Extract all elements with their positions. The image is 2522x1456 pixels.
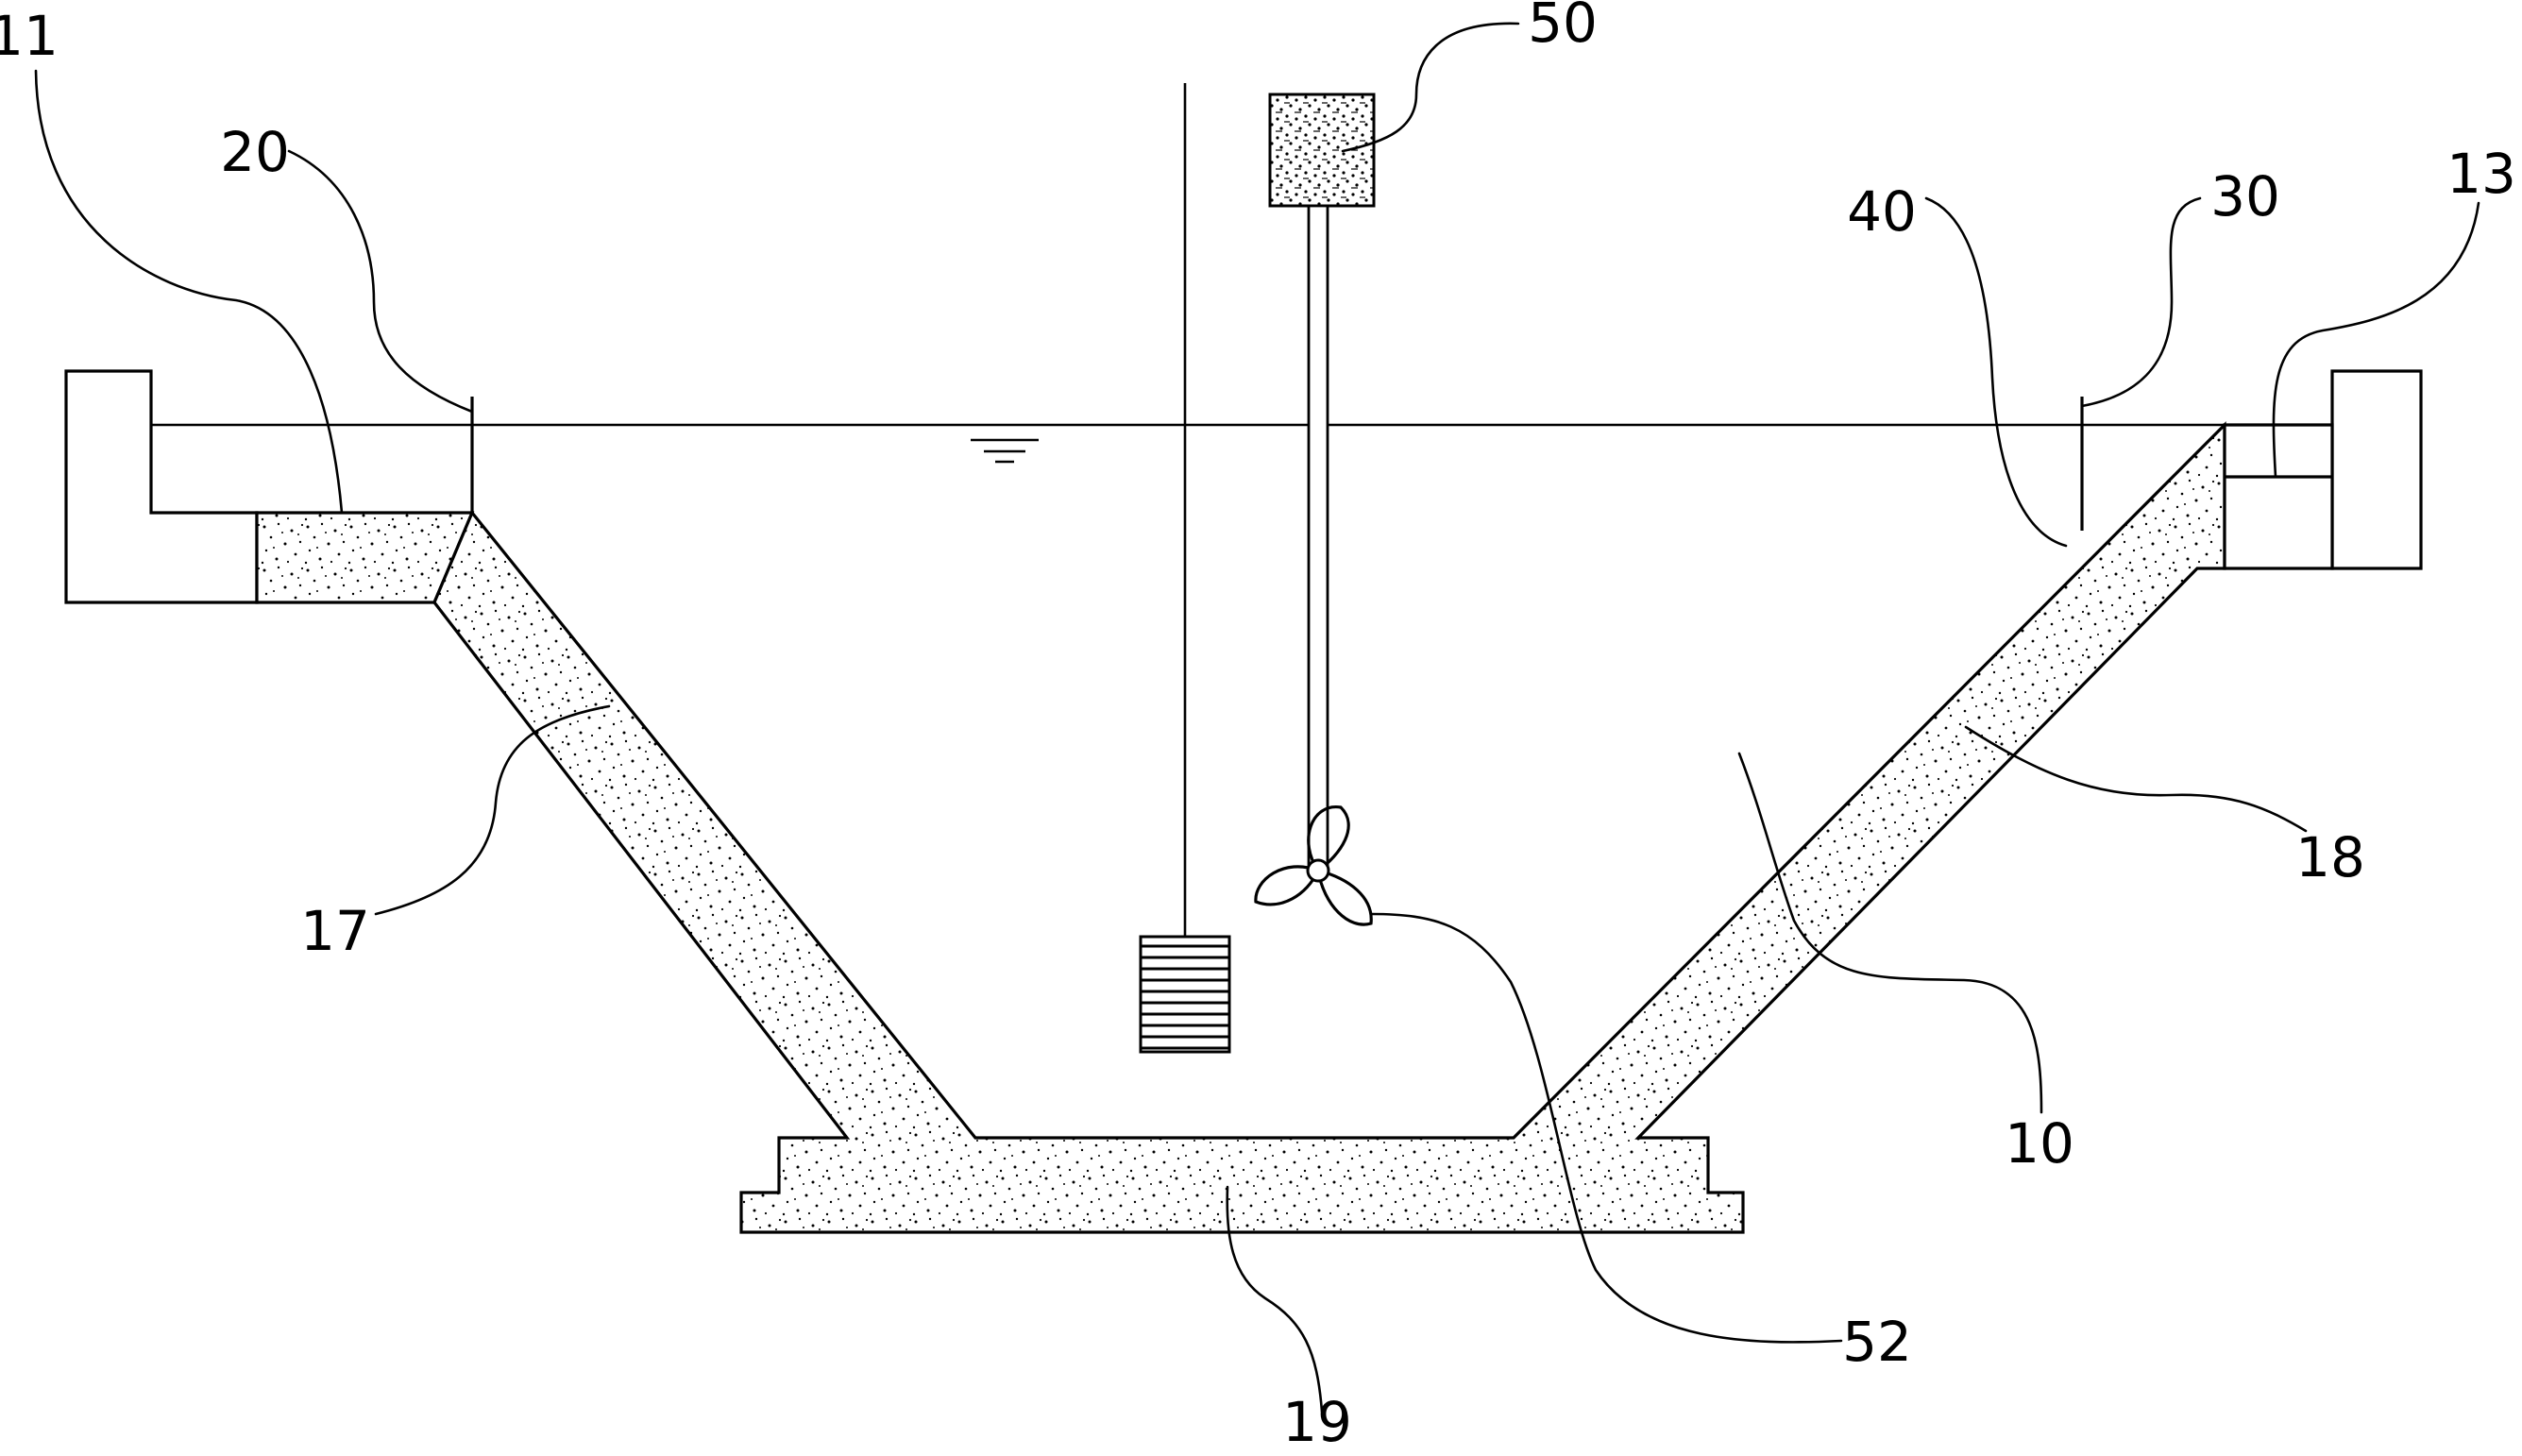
- leader-11: [34, 69, 344, 515]
- leader-10: [1737, 752, 2043, 1114]
- probe-sensor-body: [1139, 935, 1231, 1054]
- leader-13: [2272, 201, 2480, 479]
- mixer-motor-box: [1268, 93, 1376, 208]
- leader-40: [1924, 196, 2068, 548]
- leader-30: [2080, 196, 2202, 408]
- leader-52: [1369, 912, 1843, 1344]
- leader-19: [1226, 1185, 1324, 1414]
- ref-label-18: 18: [2295, 825, 2365, 889]
- ref-label-52: 52: [1842, 1310, 1912, 1374]
- ref-label-10: 10: [2005, 1111, 2074, 1176]
- right-bank-outer-wall: [2330, 369, 2423, 570]
- water-level-symbol: [971, 438, 1039, 464]
- leader-17: [374, 704, 611, 916]
- ref-label-40: 40: [1847, 179, 1917, 244]
- left-bank-wall: [64, 369, 259, 604]
- leader-20: [287, 149, 474, 414]
- ref-label-50: 50: [1528, 0, 1598, 55]
- ref-label-19: 19: [1282, 1390, 1352, 1454]
- ref-label-17: 17: [300, 899, 370, 963]
- ref-label-13: 13: [2446, 142, 2516, 206]
- ref-label-20: 20: [220, 120, 290, 184]
- right-bank-chamber: [2223, 423, 2334, 570]
- mixer-impeller: [1254, 805, 1373, 926]
- mixer-shaft: [1307, 204, 1329, 871]
- ref-label-11: 11: [0, 4, 59, 68]
- leader-18: [1964, 725, 2308, 833]
- ref-label-30: 30: [2210, 164, 2280, 229]
- leader-50: [1341, 22, 1520, 153]
- concrete-lining: [432, 421, 2226, 1234]
